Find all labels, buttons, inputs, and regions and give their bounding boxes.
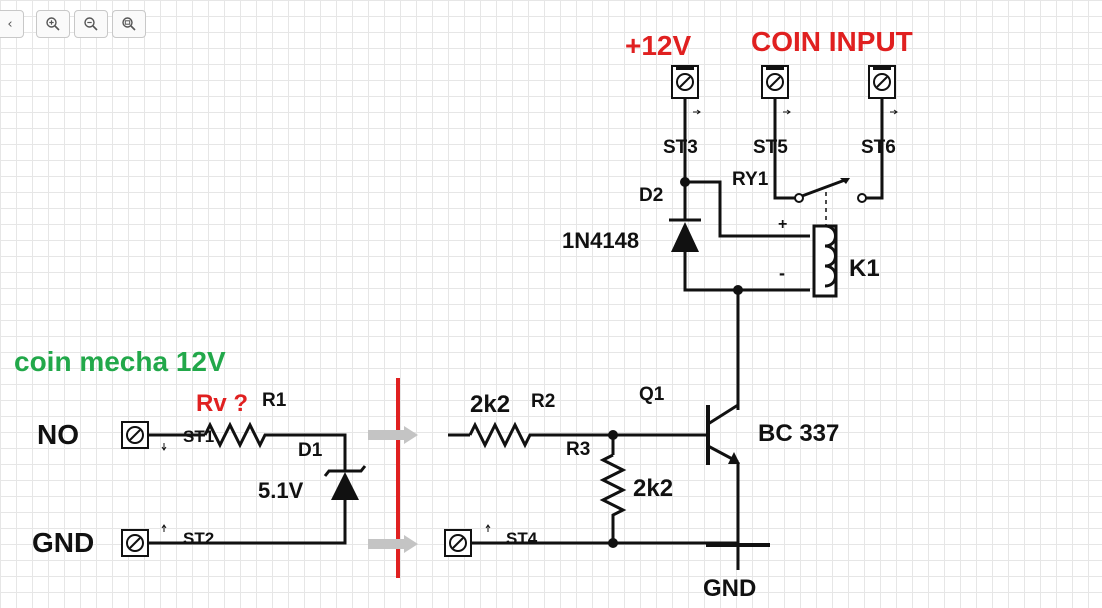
r3-ref: R3 xyxy=(566,439,590,460)
coil-minus: - xyxy=(779,263,785,283)
terminal-st6[interactable] xyxy=(868,65,896,99)
pin-marks-left xyxy=(161,443,167,532)
d2-value: 1N4148 xyxy=(562,228,639,253)
back-button[interactable]: ‹ xyxy=(0,10,24,38)
q1-ref: Q1 xyxy=(639,384,665,405)
supply-title: +12V xyxy=(625,30,691,61)
d1-value: 5.1V xyxy=(258,478,304,503)
resistor-r2[interactable] xyxy=(468,421,540,449)
zoom-out-icon xyxy=(84,17,98,31)
r2-ref: R2 xyxy=(531,391,555,412)
terminal-st1[interactable] xyxy=(121,421,149,449)
coil-plus: + xyxy=(778,216,787,233)
transistor-q1[interactable] xyxy=(706,403,740,465)
relay-coil-k1[interactable] xyxy=(812,224,838,298)
r1-ref: R1 xyxy=(262,390,287,411)
terminal-st4[interactable] xyxy=(444,529,472,557)
relay-switch-ry1[interactable] xyxy=(794,178,867,225)
junction-coil xyxy=(733,285,743,295)
zoom-in-icon xyxy=(46,17,60,31)
terminal-st3[interactable] xyxy=(671,65,699,99)
coin-input-title: COIN INPUT xyxy=(751,26,913,57)
input-wiring xyxy=(148,433,347,545)
connection-arrows xyxy=(368,426,418,553)
junction-d2-top xyxy=(680,177,690,187)
no-label: NO xyxy=(37,419,79,450)
zener-d1[interactable] xyxy=(323,465,367,500)
coin-mecha-title: coin mecha 12V xyxy=(14,346,226,377)
r1-value: Rv ? xyxy=(196,390,248,417)
d1-ref: D1 xyxy=(298,440,323,461)
r2-value: 2k2 xyxy=(470,391,510,418)
diode-d2[interactable] xyxy=(669,218,701,252)
st4-label: ST4 xyxy=(506,529,538,548)
zoom-out-button[interactable] xyxy=(74,10,108,38)
q1-value: BC 337 xyxy=(758,420,839,447)
st2-label: ST2 xyxy=(183,529,214,548)
relay-wiring xyxy=(683,98,884,410)
d2-ref: D2 xyxy=(639,185,663,206)
junction-ground xyxy=(608,538,618,548)
resistor-r1[interactable] xyxy=(203,421,272,449)
terminal-st5[interactable] xyxy=(761,65,789,99)
r3-value: 2k2 xyxy=(633,475,673,502)
pin-mark-st4 xyxy=(485,524,491,532)
st3-label: ST3 xyxy=(663,137,698,158)
ground-label: GND xyxy=(703,575,756,602)
terminal-st2[interactable] xyxy=(121,529,149,557)
zoom-fit-icon xyxy=(122,17,136,31)
driver-wiring xyxy=(448,433,740,570)
zoom-fit-button[interactable] xyxy=(112,10,146,38)
resistor-r3[interactable] xyxy=(599,453,627,520)
pin-marks-top xyxy=(693,109,898,115)
k1-label: K1 xyxy=(849,255,880,282)
st5-label: ST5 xyxy=(753,137,788,158)
zoom-in-button[interactable] xyxy=(36,10,70,38)
st6-label: ST6 xyxy=(861,137,896,158)
ry1-label: RY1 xyxy=(732,169,769,190)
gnd-left-label: GND xyxy=(32,527,94,558)
junction-base xyxy=(608,430,618,440)
chevron-left-icon: ‹ xyxy=(7,16,13,32)
